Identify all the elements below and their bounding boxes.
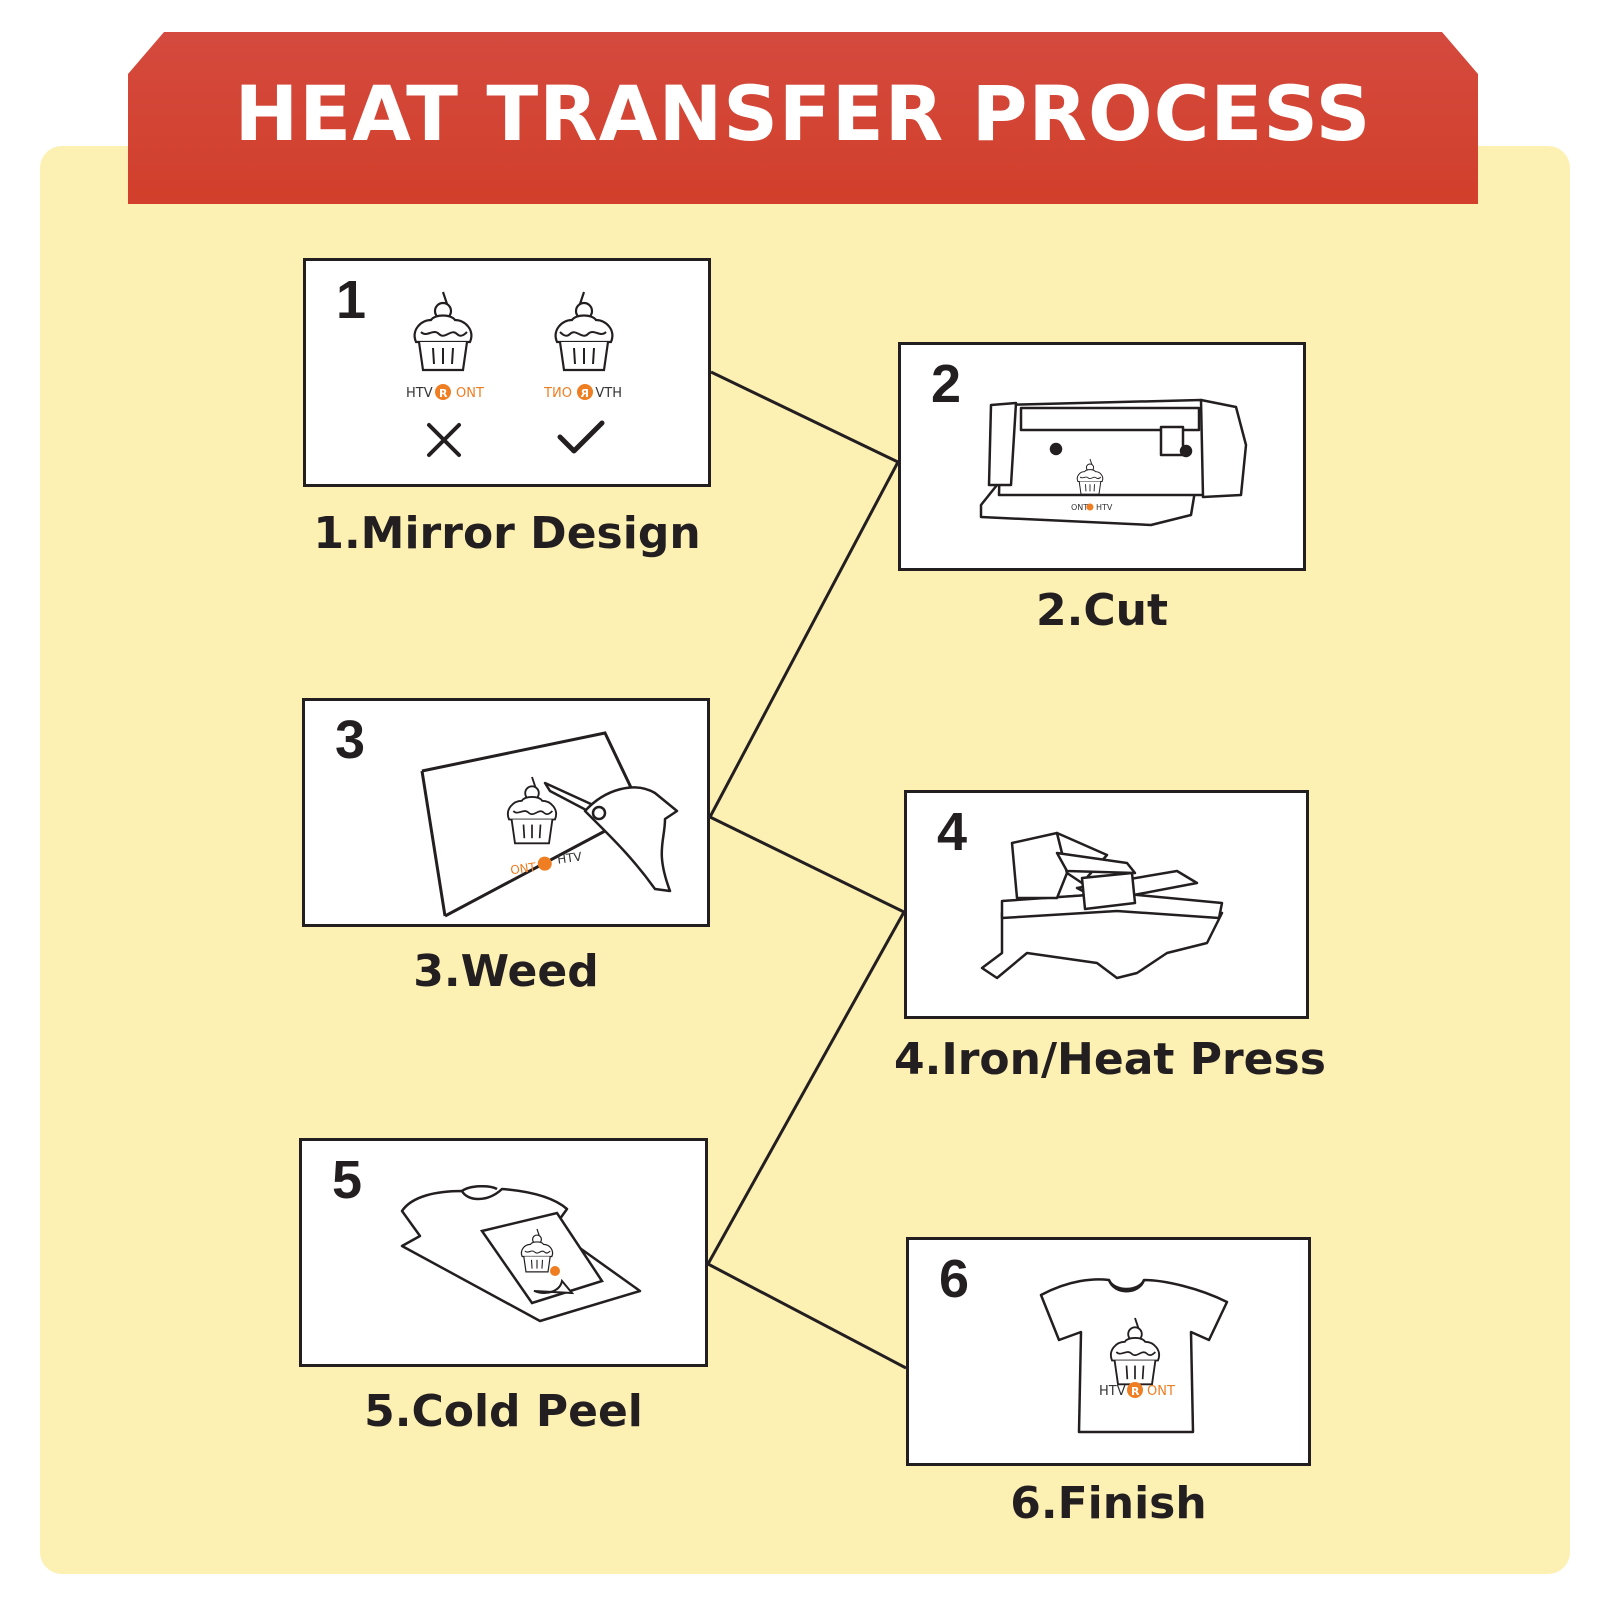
- page-title: HEAT TRANSFER PROCESS: [234, 69, 1372, 158]
- vinyl-cutter-icon: ONT HTV: [979, 398, 1248, 527]
- step-4-box: 4: [904, 790, 1309, 1019]
- background-panel: [40, 146, 1570, 1574]
- step-2-label: 2.Cut: [1036, 585, 1168, 636]
- step-2-number: 2: [931, 354, 962, 414]
- connector-5-6: [707, 1262, 907, 1370]
- step-1-number: 1: [336, 270, 367, 330]
- weeding-hand-icon: ONT HTV: [420, 731, 679, 918]
- title-banner: HEAT TRANSFER PROCESS: [128, 32, 1478, 204]
- step-5-label: 5.Cold Peel: [364, 1386, 643, 1437]
- connector-1-2: [710, 370, 899, 464]
- svg-text:R: R: [580, 387, 589, 400]
- finished-shirt-icon: HTV R ONT: [1039, 1278, 1229, 1434]
- connector-2-3: [708, 461, 900, 818]
- check-icon: [557, 420, 605, 454]
- heat-press-icon: [980, 831, 1224, 980]
- svg-text:ONT: ONT: [544, 386, 572, 401]
- connector-3-4: [709, 815, 905, 914]
- shirt-peel-icon: [400, 1185, 642, 1323]
- svg-text:R: R: [1131, 1385, 1140, 1398]
- step-6-box: HTV R ONT 6: [906, 1237, 1311, 1466]
- step-1-label: 1.Mirror Design: [313, 508, 701, 559]
- step-3-box: ONT HTV 3: [302, 698, 710, 927]
- svg-text:HTV: HTV: [556, 849, 583, 866]
- svg-text:R: R: [439, 387, 448, 400]
- step-2-box: ONT HTV 2: [898, 342, 1306, 571]
- svg-text:ONT: ONT: [456, 386, 484, 401]
- logo-text-left: HTV: [406, 386, 433, 401]
- svg-text:ONT: ONT: [1071, 503, 1088, 512]
- mirrored-cupcake-logos-icon: HTV R ONT HTV R ONT: [406, 290, 622, 457]
- step-6-label: 6.Finish: [1010, 1478, 1207, 1529]
- svg-text:ONT: ONT: [509, 860, 537, 878]
- svg-text:HTV: HTV: [595, 386, 622, 401]
- step-3-number: 3: [335, 710, 366, 770]
- step-5-box: 5: [299, 1138, 708, 1367]
- svg-text:HTV: HTV: [1096, 503, 1113, 512]
- connector-4-5: [706, 911, 906, 1265]
- step-3-label: 3.Weed: [413, 946, 599, 997]
- step-4-number: 4: [937, 802, 968, 862]
- step-4-label: 4.Iron/Heat Press: [894, 1034, 1326, 1085]
- cross-icon: [427, 423, 461, 457]
- step-6-number: 6: [939, 1249, 970, 1309]
- svg-text:HTV: HTV: [1099, 1384, 1126, 1399]
- step-1-box: HTV R ONT HTV R ONT 1: [303, 258, 711, 487]
- step-5-number: 5: [332, 1150, 363, 1210]
- svg-text:ONT: ONT: [1147, 1384, 1175, 1399]
